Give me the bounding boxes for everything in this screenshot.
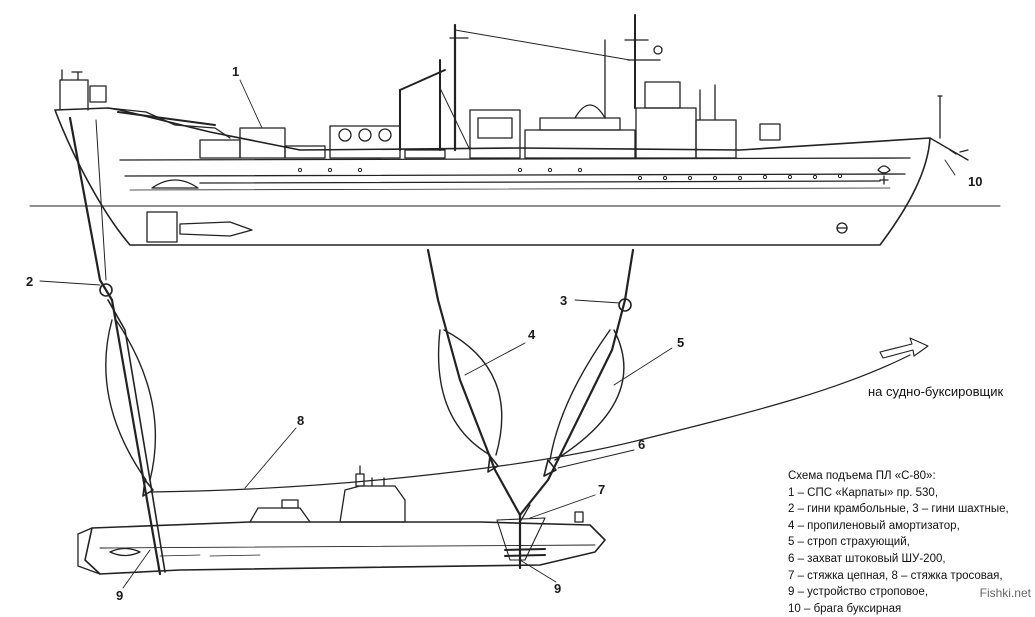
legend: Схема подъема ПЛ «С-80»: 1 – СПС «Карпат… xyxy=(788,468,1028,617)
salvage-ship xyxy=(29,14,1001,246)
callout-2: 2 xyxy=(26,274,33,289)
leader-lines xyxy=(39,79,956,589)
callout-10: 10 xyxy=(968,174,982,189)
shock-absorbers xyxy=(105,319,625,481)
callout-4: 4 xyxy=(528,327,536,342)
legend-item: 10 – брага буксирная xyxy=(788,602,902,615)
callout-7: 7 xyxy=(598,482,605,497)
legend-item: 5 – строп страхующий, xyxy=(788,536,910,549)
submarine-s80 xyxy=(77,465,606,575)
rigging xyxy=(68,116,635,576)
legend-item: 4 – пропиленовый амортизатор, xyxy=(788,519,960,532)
legend-item: 9 – устройство строповое, xyxy=(788,586,929,599)
callout-9-left: 9 xyxy=(116,588,123,602)
tow-bridle xyxy=(929,137,969,161)
callout-5: 5 xyxy=(677,335,684,350)
watermark: Fishki.net xyxy=(979,586,1031,600)
ship-hull xyxy=(54,107,931,246)
callout-6: 6 xyxy=(638,437,645,452)
strop-devices xyxy=(99,283,632,561)
tow-direction-label: на судно-буксировщик xyxy=(868,384,1003,399)
callout-3: 3 xyxy=(560,293,567,308)
tow-direction-arrow xyxy=(879,337,929,359)
legend-title: Схема подъема ПЛ «С-80»: xyxy=(788,470,936,482)
tow-cable xyxy=(149,354,911,493)
callout-labels: 1 2 3 4 5 6 7 8 9 9 10 на судно-буксиров… xyxy=(26,64,1003,602)
callout-8: 8 xyxy=(297,413,304,428)
legend-item: 1 – СПС «Карпаты» пр. 530, xyxy=(788,486,939,499)
legend-item: 7 – стяжка цепная, 8 – стяжка тросовая, xyxy=(788,569,1003,582)
callout-9-right: 9 xyxy=(554,581,561,596)
rescue-scheme-diagram: 1 2 3 4 5 6 7 8 9 9 10 на судно-буксиров… xyxy=(26,14,1003,602)
legend-item: 6 – захват штоковый ШУ-200, xyxy=(788,552,946,565)
legend-item: 2 – гини крамбольные, 3 – гини шахтные, xyxy=(788,503,1009,516)
callout-1: 1 xyxy=(232,64,239,79)
